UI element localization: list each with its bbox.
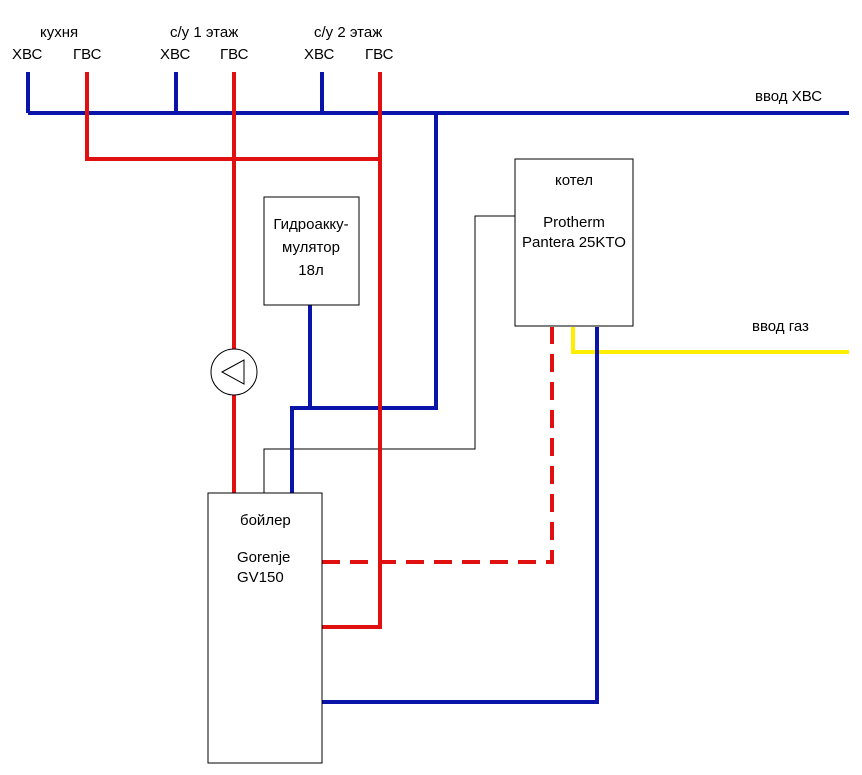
tap-label-bath1-cold: ХВС [160, 46, 191, 63]
tap-label-kitchen-cold: ХВС [12, 46, 43, 63]
gas-boiler-box [514, 158, 634, 327]
circulation-pump-icon [210, 348, 258, 396]
hydro-accumulator: Гидроакку- мулятор 18л [263, 196, 360, 306]
hot-branch-kitchen [85, 72, 380, 161]
group-label-bath2: с/у 2 этаж [314, 24, 382, 41]
water-heater-title: бойлер [240, 512, 291, 529]
tap-label-bath2-hot: ГВС [365, 46, 394, 63]
heating-return-pipe [322, 327, 599, 704]
cold-water-input-label: ввод ХВС [755, 88, 822, 105]
gas-boiler-title: котел [555, 172, 593, 189]
gas-input-label: ввод газ [752, 318, 809, 335]
group-label-bath1: с/у 1 этаж [170, 24, 238, 41]
accumulator-line1: Гидроакку- [273, 216, 348, 233]
gas-boiler-line2: Pantera 25KTO [522, 234, 626, 251]
tap-label-bath1-hot: ГВС [220, 46, 249, 63]
control-wire [263, 215, 515, 493]
gas-pipe [571, 327, 849, 354]
water-heater-line2: GV150 [237, 569, 284, 586]
water-heater: бойлер Gorenje GV150 [207, 492, 323, 764]
hot-riser-bath2 [322, 72, 382, 629]
heating-supply-pipe-dashed [322, 327, 554, 564]
water-heater-box [207, 492, 323, 764]
cold-supply-to-boiler [290, 113, 438, 493]
hydro-accumulator-box [263, 196, 360, 306]
accumulator-line2: мулятор [282, 239, 340, 256]
accumulator-line3: 18л [298, 262, 323, 279]
water-heater-line1: Gorenje [237, 549, 290, 566]
group-label-kitchen: кухня [40, 24, 78, 41]
gas-boiler-line1: Protherm [543, 214, 605, 231]
tap-label-bath2-cold: ХВС [304, 46, 335, 63]
gas-boiler: котел Protherm Pantera 25KTO [514, 158, 634, 327]
tap-label-kitchen-hot: ГВС [73, 46, 102, 63]
